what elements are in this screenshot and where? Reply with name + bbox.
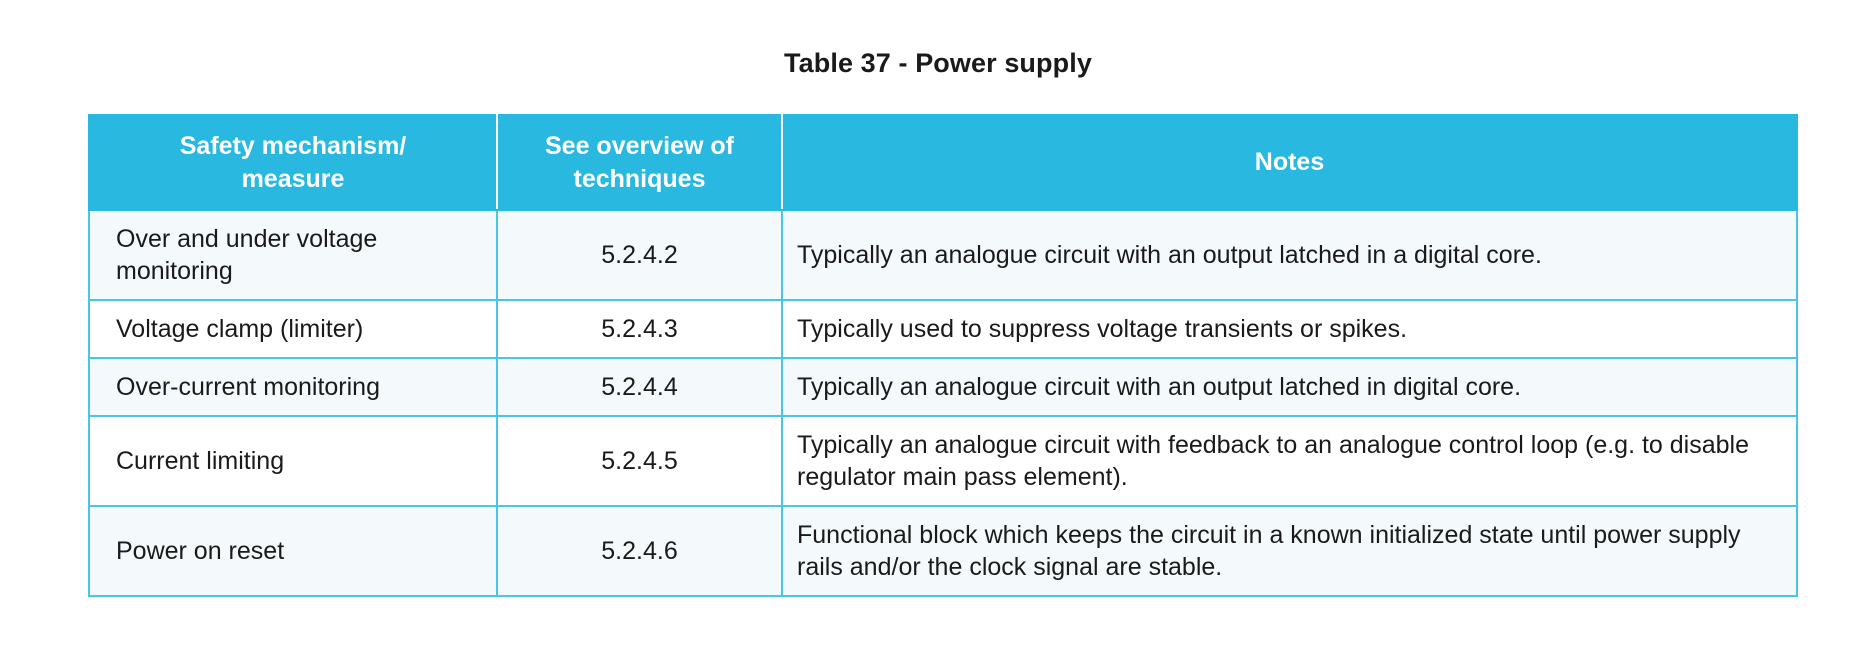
cell-reference: 5.2.4.3 <box>496 299 783 359</box>
table-caption: Table 37 - Power supply <box>784 48 1092 78</box>
table-row: Current limiting 5.2.4.5 Typically an an… <box>88 415 1798 507</box>
cell-reference: 5.2.4.4 <box>496 357 783 417</box>
table-row: Power on reset 5.2.4.6 Functional block … <box>88 505 1798 597</box>
cell-notes: Typically an analogue circuit with feedb… <box>781 415 1798 507</box>
cell-mechanism: Power on reset <box>88 505 498 597</box>
cell-mechanism: Current limiting <box>88 415 498 507</box>
column-header-reference-line1: See overview of <box>545 132 734 160</box>
cell-notes: Typically an analogue circuit with an ou… <box>781 357 1798 417</box>
cell-notes: Typically used to suppress voltage trans… <box>781 299 1798 359</box>
cell-mechanism: Voltage clamp (limiter) <box>88 299 498 359</box>
table-row: Over and under voltage monitoring 5.2.4.… <box>88 209 1798 301</box>
cell-notes: Typically an analogue circuit with an ou… <box>781 209 1798 301</box>
cell-mechanism: Over and under voltage monitoring <box>88 209 498 301</box>
table-header: Safety mechanism/ measure See overview o… <box>88 114 1798 211</box>
column-header-reference: See overview of techniques <box>496 114 783 211</box>
cell-reference: 5.2.4.6 <box>496 505 783 597</box>
cell-mechanism: Over-current monitoring <box>88 357 498 417</box>
table-row: Voltage clamp (limiter) 5.2.4.3 Typicall… <box>88 299 1798 359</box>
table-body: Over and under voltage monitoring 5.2.4.… <box>88 209 1798 597</box>
header-row: Safety mechanism/ measure See overview o… <box>88 114 1798 211</box>
column-header-mechanism-line2: measure <box>241 164 345 193</box>
column-header-mechanism-line1: Safety mechanism/ <box>179 132 407 160</box>
column-header-notes: Notes <box>781 114 1798 211</box>
column-header-mechanism: Safety mechanism/ measure <box>88 114 498 211</box>
table-container: Safety mechanism/ measure See overview o… <box>88 114 1798 597</box>
column-header-reference-line2: techniques <box>573 164 706 193</box>
cell-reference: 5.2.4.5 <box>496 415 783 507</box>
cell-notes: Functional block which keeps the circuit… <box>781 505 1798 597</box>
table-row: Over-current monitoring 5.2.4.4 Typicall… <box>88 357 1798 417</box>
cell-reference: 5.2.4.2 <box>496 209 783 301</box>
power-supply-table: Safety mechanism/ measure See overview o… <box>88 114 1798 597</box>
